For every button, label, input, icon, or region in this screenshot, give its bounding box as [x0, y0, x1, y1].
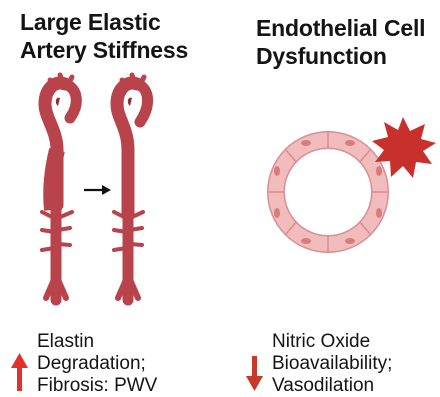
decrease-arrow-icon	[246, 356, 263, 391]
title-large-elastic-artery-stiffness: Large Elastic Artery Stiffness	[20, 8, 220, 64]
caption-line: Elastin	[37, 331, 157, 353]
normal-artery-icon	[42, 75, 76, 300]
title-endothelial-cell-dysfunction: Endothelial Cell Dysfunction	[256, 14, 440, 70]
endothelial-ring-icon	[269, 132, 387, 252]
caption-line: Bioavailability;	[272, 353, 392, 375]
stiff-artery-icon	[114, 75, 148, 300]
caption-line: Degradation;	[37, 353, 157, 375]
caption-artery-stiffness: Elastin Degradation; Fibrosis: PWV	[37, 331, 157, 397]
increase-arrow-icon	[11, 353, 28, 391]
caption-line: Vasodilation	[272, 375, 392, 397]
caption-line: Nitric Oxide	[272, 331, 392, 353]
caption-endothelial-dysfunction: Nitric Oxide Bioavailability; Vasodilati…	[272, 331, 392, 397]
transition-arrow-icon	[84, 185, 111, 195]
caption-line: Fibrosis: PWV	[37, 375, 157, 397]
